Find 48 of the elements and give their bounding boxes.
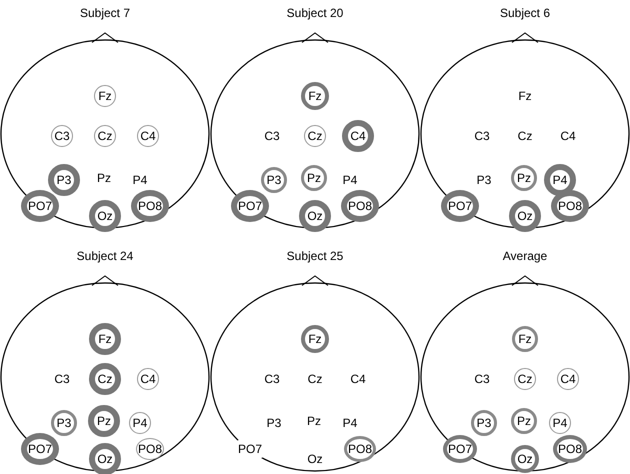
electrode-ring: PO7 <box>21 190 59 222</box>
electrode-ring: PO7 <box>231 190 269 222</box>
head-title: Subject 25 <box>286 249 344 263</box>
electrode-ring: Cz <box>94 125 116 147</box>
electrode-ring: Oz <box>511 445 539 473</box>
electrode-ring: P4 <box>129 412 151 434</box>
electrode-ring: P4 <box>549 412 571 434</box>
electrode-ring: Oz <box>299 200 331 232</box>
electrode-ring: P3 <box>471 410 497 436</box>
electrode-ring: Fz <box>301 325 329 353</box>
head-title: Subject 24 <box>76 249 134 263</box>
electrode-label: PO7 <box>236 440 264 458</box>
electrode-ring: Oz <box>89 443 121 474</box>
head-title: Average <box>502 249 548 263</box>
electrode-ring: Cz <box>514 368 536 390</box>
electrode-ring: P3 <box>51 410 77 436</box>
head-title: Subject 20 <box>286 6 344 20</box>
head-title: Subject 7 <box>78 6 132 20</box>
electrode-ring: Fz <box>301 82 329 110</box>
electrode-ring: PO8 <box>341 190 379 222</box>
electrode-ring: Pz <box>511 165 537 191</box>
electrode-ring: PO8 <box>551 190 589 222</box>
electrode-ring: Fz <box>89 323 121 355</box>
electrode-ring: Fz <box>512 326 538 352</box>
electrode-ring: PO8 <box>136 438 164 460</box>
electrode-ring: C3 <box>51 125 73 147</box>
electrode-ring: Cz <box>304 125 326 147</box>
electrode-ring: Oz <box>89 200 121 232</box>
electrode-ring: PO8 <box>553 435 587 463</box>
electrode-ring: C4 <box>137 368 159 390</box>
electrode-ring: PO8 <box>131 190 169 222</box>
electrode-ring: Fz <box>94 85 116 107</box>
electrode-ring: Pz <box>88 405 120 437</box>
electrode-ring: P4 <box>544 164 576 196</box>
head-title: Subject 6 <box>498 6 552 20</box>
electrode-ring: C4 <box>557 368 579 390</box>
electrode-ring: PO8 <box>344 436 376 462</box>
electrode-ring: C4 <box>342 120 374 152</box>
electrode-ring: Pz <box>511 408 537 434</box>
electrode-ring: PO7 <box>21 433 59 465</box>
electrode-ring: Cz <box>89 363 121 395</box>
electrode-ring: Oz <box>509 200 541 232</box>
electrode-ring: P3 <box>261 167 287 193</box>
electrode-ring: Pz <box>301 165 327 191</box>
electrode-ring: C4 <box>137 125 159 147</box>
electrode-ring: P3 <box>48 164 80 196</box>
electrode-ring: PO7 <box>443 435 477 463</box>
electrode-ring: PO7 <box>441 190 479 222</box>
